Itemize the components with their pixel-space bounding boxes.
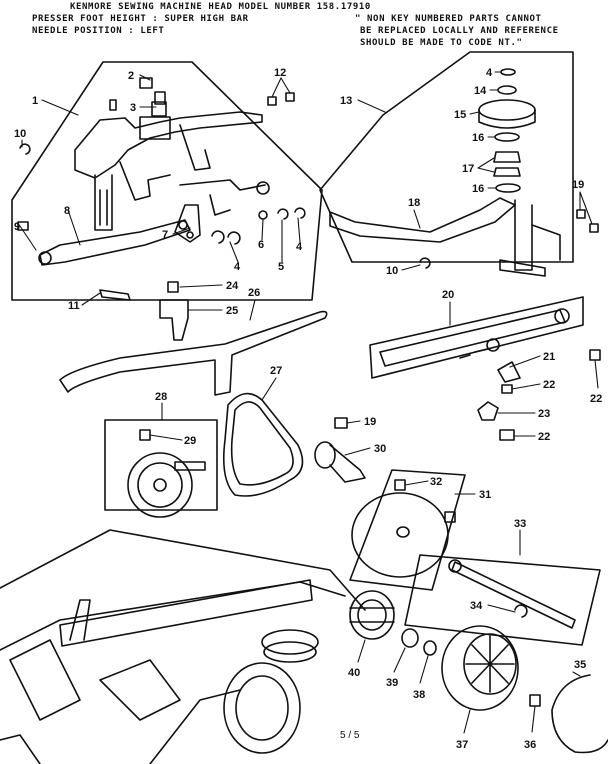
presser-foot-25 — [159, 299, 189, 341]
part-23 — [477, 401, 499, 421]
lever-7 — [174, 204, 201, 243]
part-number-labels: 1 2 3 12 10 8 9 11 7 4 6 5 4 13 4 14 15 … — [14, 67, 602, 751]
plate-20 — [379, 308, 601, 394]
left-assembly-outline — [11, 61, 323, 301]
label-part-36: 36 — [524, 739, 536, 751]
label-part-25: 25 — [226, 305, 238, 317]
label-part-17: 17 — [462, 163, 474, 175]
right-assembly-outline — [319, 51, 574, 263]
note-line-2: BE REPLACED LOCALLY AND REFERENCE — [360, 26, 559, 36]
label-part-23: 23 — [538, 408, 550, 420]
label-part-16-b: 16 — [472, 183, 484, 195]
gear-28 — [127, 429, 206, 518]
cover-35 — [551, 674, 608, 754]
label-part-35: 35 — [574, 659, 586, 671]
small-parts-left — [17, 77, 306, 301]
label-part-19-center: 19 — [364, 416, 376, 428]
label-part-11: 11 — [68, 300, 80, 312]
belt-26 — [59, 310, 328, 396]
leader-lines — [19, 71, 599, 734]
label-part-10-right: 10 — [386, 265, 398, 277]
belt-27-inner — [230, 401, 294, 486]
label-part-4-a: 4 — [234, 261, 241, 273]
machine-base-sketch — [0, 529, 366, 764]
label-part-31: 31 — [479, 489, 491, 501]
connecting-link-8 — [38, 219, 191, 266]
screw-36 — [529, 694, 541, 707]
panel-28-outline — [104, 419, 218, 511]
label-part-5: 5 — [278, 261, 284, 273]
label-part-28: 28 — [155, 391, 167, 403]
label-part-14: 14 — [474, 85, 487, 97]
bracket-30 — [314, 441, 366, 483]
label-part-22-a: 22 — [543, 379, 555, 391]
label-part-38: 38 — [413, 689, 425, 701]
label-part-22-b: 22 — [590, 393, 602, 405]
label-part-39: 39 — [386, 677, 398, 689]
screw-22 — [499, 429, 515, 441]
label-part-30: 30 — [374, 443, 386, 455]
handwheel-37 — [441, 625, 519, 711]
label-part-19-right: 19 — [572, 179, 584, 191]
panel-20-outline — [369, 296, 584, 379]
label-part-3: 3 — [130, 102, 136, 114]
label-part-15: 15 — [454, 109, 466, 121]
label-part-40: 40 — [348, 667, 360, 679]
pulley-31 — [351, 479, 456, 578]
label-part-6: 6 — [258, 239, 264, 251]
label-part-24: 24 — [226, 280, 239, 292]
belt-27 — [222, 392, 304, 497]
label-part-21: 21 — [543, 351, 555, 363]
label-part-26: 26 — [248, 287, 260, 299]
label-part-27: 27 — [270, 365, 282, 377]
needle-bar-assembly — [74, 101, 270, 231]
label-part-4-b: 4 — [296, 241, 303, 253]
shaft-33 — [448, 559, 576, 629]
panel-33-outline — [404, 554, 601, 646]
label-part-32: 32 — [430, 476, 442, 488]
label-part-16-a: 16 — [472, 132, 484, 144]
label-part-33: 33 — [514, 518, 526, 530]
label-part-22-c: 22 — [538, 431, 550, 443]
panel-31-outline — [349, 469, 466, 591]
label-part-7: 7 — [162, 229, 168, 241]
page-number: 5 / 5 — [340, 730, 360, 741]
label-part-1: 1 — [32, 95, 38, 107]
screw-19 — [334, 417, 348, 429]
washer-39 — [401, 628, 419, 648]
label-part-10-left: 10 — [14, 128, 26, 140]
label-part-20: 20 — [442, 289, 454, 301]
hook-drive-assembly — [329, 68, 599, 277]
diagram-title: KENMORE SEWING MACHINE HEAD MODEL NUMBER… — [70, 2, 371, 12]
label-part-4-c: 4 — [486, 67, 493, 79]
label-part-2: 2 — [128, 70, 134, 82]
needle-position: NEEDLE POSITION : LEFT — [32, 26, 165, 36]
label-part-12: 12 — [274, 67, 286, 79]
note-line-3: SHOULD BE MADE TO CODE NT." — [360, 38, 523, 48]
bushing-40 — [349, 590, 395, 640]
label-part-34: 34 — [470, 600, 483, 612]
label-part-9: 9 — [14, 221, 20, 233]
presser-foot-height: PRESSER FOOT HEIGHT : SUPER HIGH BAR — [32, 14, 249, 24]
label-part-8: 8 — [64, 205, 70, 217]
washer-38 — [423, 640, 437, 656]
label-part-37: 37 — [456, 739, 468, 751]
screw-24 — [167, 281, 179, 293]
label-part-29: 29 — [184, 435, 196, 447]
note-line-1: " NON KEY NUMBERED PARTS CANNOT — [355, 14, 542, 24]
label-part-18: 18 — [408, 197, 420, 209]
label-part-13: 13 — [340, 95, 352, 107]
